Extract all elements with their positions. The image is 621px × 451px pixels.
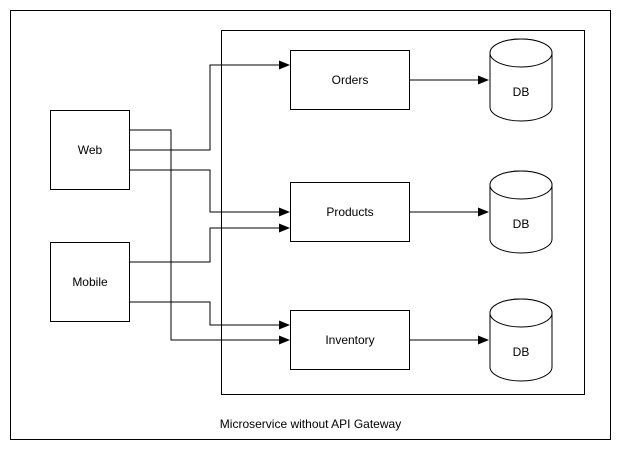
node-products: Products (290, 182, 410, 242)
node-web: Web (50, 110, 130, 190)
edge-web-orders (130, 60, 290, 151)
database-cylinder-products (489, 170, 553, 254)
node-mobile: Mobile (50, 242, 130, 322)
edge-web-inventory (130, 129, 290, 345)
node-orders-label: Orders (331, 72, 369, 87)
edge-web-products (130, 169, 290, 217)
node-inventory-label: Inventory (325, 332, 375, 347)
page-border (10, 10, 611, 440)
node-products-label: Products (326, 204, 374, 219)
edge-mobile-products (130, 223, 290, 263)
database-cylinder-inventory (489, 298, 553, 382)
node-mobile-label: Mobile (72, 274, 108, 289)
database-products-label: DB (512, 217, 530, 231)
diagram-caption: Microservice without API Gateway (219, 417, 402, 431)
node-web-label: Web (77, 142, 103, 157)
database-orders-label: DB (512, 85, 530, 99)
edge-mobile-inventory (130, 301, 290, 330)
database-inventory-label: DB (512, 345, 530, 359)
node-orders: Orders (290, 50, 410, 110)
database-cylinder-orders (489, 38, 553, 122)
node-inventory: Inventory (290, 310, 410, 370)
